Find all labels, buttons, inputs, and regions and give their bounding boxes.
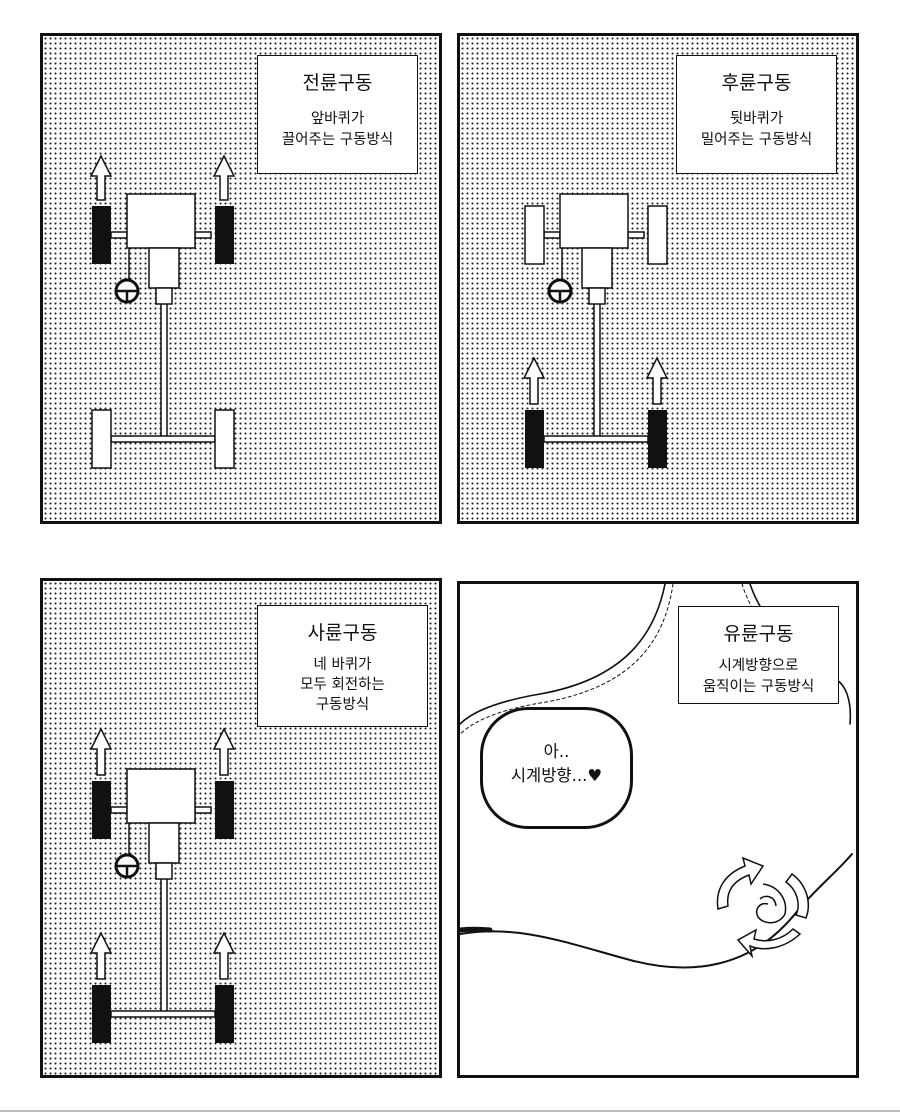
caption-box: 후륜구동 뒷바퀴가 밀어주는 구동방식 [676, 55, 837, 174]
engine-block [126, 193, 196, 249]
front-left-wheel [524, 205, 545, 265]
caption-box: 전륜구동 앞바퀴가 끌어주는 구동방식 [257, 55, 418, 174]
caption-box: 사륜구동 네 바퀴가 모두 회전하는 구동방식 [257, 605, 428, 727]
drive-shaft-joint [155, 862, 173, 880]
caption-title: 사륜구동 [307, 622, 378, 644]
front-left-wheel [92, 206, 111, 264]
caption-title: 유륜구동 [723, 623, 794, 645]
caption-body: 네 바퀴가 모두 회전하는 구동방식 [300, 657, 385, 713]
rear-left-wheel [525, 410, 544, 468]
steering-wheel-icon [114, 823, 140, 879]
front-right-wheel [215, 206, 234, 264]
page-divider [0, 1110, 900, 1112]
up-arrow-icon [89, 154, 236, 201]
panel-rear-wheel-drive: 후륜구동 뒷바퀴가 밀어주는 구동방식 [457, 33, 859, 524]
steering-wheel-icon [547, 248, 573, 304]
up-arrow-icon [522, 356, 669, 405]
drivetrain-diagram [89, 727, 236, 1043]
rear-left-wheel [92, 985, 111, 1043]
engine-block [126, 768, 196, 824]
panel-milk-drive: 유륜구동 시계방향으로 움직이는 구동방식 아.. 시계방향...♥ [457, 581, 859, 1078]
drivetrain-diagram [522, 193, 669, 468]
clockwise-rotation-icon [716, 856, 810, 959]
steering-wheel-icon [114, 248, 140, 304]
drive-shaft-joint [588, 287, 606, 305]
front-right-wheel [215, 781, 234, 839]
caption-title: 전륜구동 [302, 72, 373, 94]
transmission [581, 247, 613, 289]
line-art-illustration [460, 584, 853, 969]
caption-body: 앞바퀴가 끌어주는 구동방식 [281, 111, 394, 148]
front-right-wheel [647, 205, 668, 265]
up-arrow-icon [89, 727, 236, 980]
engine-block [559, 193, 629, 249]
transmission [148, 822, 180, 864]
front-left-wheel [92, 781, 111, 839]
caption-body: 뒷바퀴가 밀어주는 구동방식 [700, 111, 813, 148]
transmission [148, 247, 180, 289]
caption-title: 후륜구동 [721, 72, 792, 94]
rear-left-wheel [91, 409, 112, 469]
drive-shaft-joint [155, 287, 173, 305]
rear-right-wheel [214, 409, 235, 469]
rear-right-wheel [648, 410, 667, 468]
rear-right-wheel [215, 985, 234, 1043]
panel-four-wheel-drive: 사륜구동 네 바퀴가 모두 회전하는 구동방식 [40, 578, 442, 1078]
drivetrain-diagram [89, 154, 236, 469]
panel-front-wheel-drive: 전륜구동 앞바퀴가 끌어주는 구동방식 [40, 33, 442, 524]
speech-bubble: 아.. 시계방향...♥ [480, 707, 633, 829]
caption-box: 유륜구동 시계방향으로 움직이는 구동방식 [678, 606, 839, 704]
caption-body: 시계방향으로 움직이는 구동방식 [702, 658, 815, 695]
